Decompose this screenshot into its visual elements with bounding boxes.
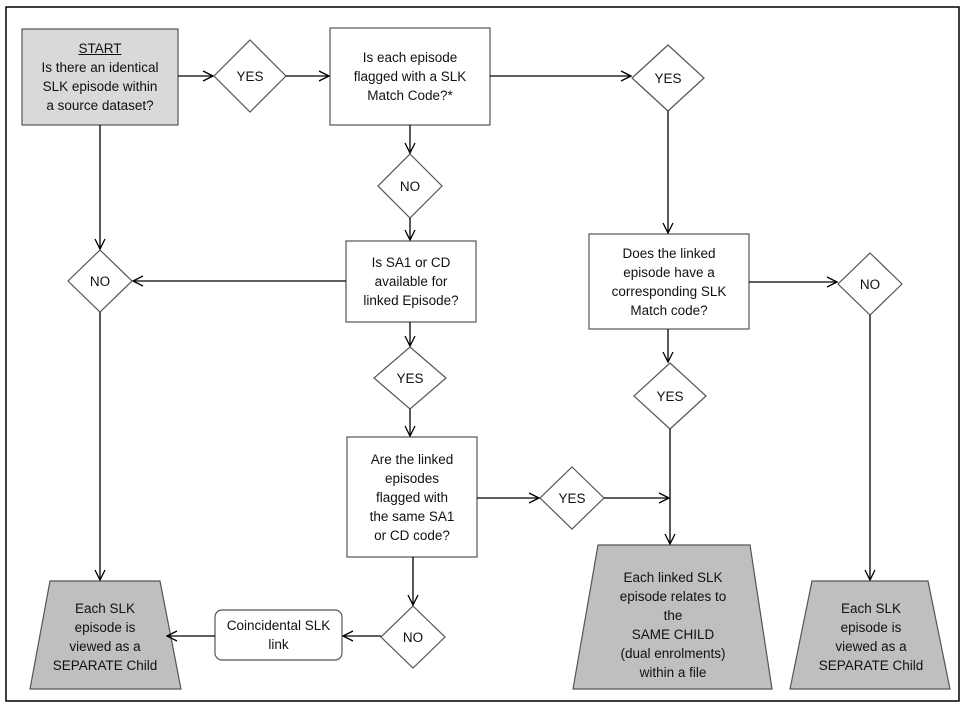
same-code-question-box [346,436,478,558]
start-box [21,28,179,126]
outcome-separate-left-shape [29,580,182,690]
outcome-line: within a file [639,665,707,680]
corresponding-line: episode have a [623,264,715,280]
sa1-line: Is SA1 or CD [371,255,451,270]
sa1-question-box [345,240,477,323]
same-code-line: episodes [384,470,440,486]
outcome-line: SAME CHILD [631,627,715,642]
flagged-question-box [329,27,491,126]
flagged-question-text: Is each episode flagged with a SLK Match… [330,30,490,123]
outcome-separate-right-text: Each SLK episode is viewed as a SEPARATE… [800,590,942,684]
outcome-line: viewed as a [69,639,141,654]
same-code-line: or CD code? [374,527,450,543]
outcome-same-child-shape [572,544,773,690]
corresponding-question-text: Does the linked episode have a correspon… [589,235,749,328]
start-line: SLK episode within [42,79,158,94]
sa1-line: available for [374,274,448,289]
decision-yes-5-label: YES [558,490,586,506]
flagged-line: Is each episode [362,50,458,65]
decision-yes-4-label: YES [656,388,684,404]
decision-yes-1-label: YES [236,68,264,84]
coincidental-text: Coincidental SLK link [215,611,342,659]
decision-yes-5-shape [539,466,605,530]
outcome-same-child-text: Each linked SLK episode relates to the S… [585,566,761,684]
decision-yes-2-label: YES [654,70,682,86]
decision-yes-1-shape [213,39,287,113]
outcome-line: Each linked SLK [623,570,723,585]
flagged-line: flagged with a SLK [353,69,467,84]
sa1-line: linked Episode? [363,293,459,308]
decision-no-3-label: NO [859,276,881,292]
outer-border [5,6,960,702]
outcome-separate-right-shape [789,580,951,690]
outcome-line: viewed as a [835,639,907,654]
decision-yes-3-label: YES [396,370,424,386]
outcome-line: the [663,608,683,623]
same-code-question-text: Are the linked episodes flagged with the… [347,438,477,556]
decision-no-4-shape [380,605,446,669]
outcome-line: (dual enrolments) [620,646,726,661]
same-code-line: Are the linked [370,451,454,467]
start-text: START Is there an identical SLK episode … [22,31,178,123]
decision-no-2-label: NO [89,273,111,289]
outcome-line: SEPARATE Child [52,658,158,673]
outcome-separate-left-text: Each SLK episode is viewed as a SEPARATE… [35,590,175,684]
same-code-line: flagged with [375,489,449,505]
corresponding-line: Match code? [630,302,708,318]
outcome-line: Each SLK [840,601,902,616]
start-line: Is there an identical [41,60,159,75]
same-code-line: the same SA1 [369,508,455,524]
corresponding-question-box [588,233,750,330]
decision-no-4-label: NO [402,629,424,645]
coincidental-line: Coincidental SLK [226,618,331,633]
corresponding-line: corresponding SLK [611,283,727,299]
outcome-line: Each SLK [74,601,136,616]
start-line: a source dataset? [46,98,154,113]
outcome-line: episode is [840,620,902,635]
outcome-line: episode relates to [619,589,727,604]
outcome-line: episode is [74,620,136,635]
decision-no-1-label: NO [399,178,421,194]
sa1-question-text: Is SA1 or CD available for linked Episod… [346,242,476,321]
corresponding-line: Does the linked [622,245,716,261]
start-heading: START [78,41,122,56]
flagged-line: Match Code?* [367,88,453,103]
coincidental-line: link [268,637,289,652]
outcome-line: SEPARATE Child [818,658,924,673]
